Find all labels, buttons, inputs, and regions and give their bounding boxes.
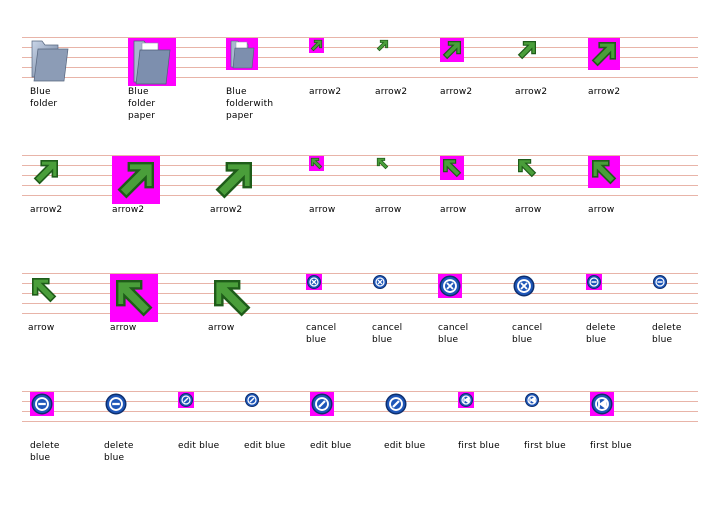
delete-icon xyxy=(30,392,54,416)
icon-label: arrow2 xyxy=(112,205,145,215)
arrow-up-right-icon xyxy=(112,156,160,204)
arrow-up-left-icon xyxy=(375,156,390,171)
guide-line xyxy=(22,77,698,78)
guide-line xyxy=(22,67,698,68)
delete-icon xyxy=(652,274,668,290)
icon-label: delete blue xyxy=(586,323,616,345)
icon-label: cancel blue xyxy=(512,323,543,345)
icon-label: first blue xyxy=(458,441,500,451)
icon-label: delete blue xyxy=(652,323,682,345)
icon-label: first blue xyxy=(590,441,632,451)
icon-label: arrow xyxy=(515,205,542,215)
guide-line xyxy=(22,195,698,196)
arrow-up-right-icon xyxy=(30,156,62,188)
delete-icon xyxy=(586,274,602,290)
guide-line xyxy=(22,283,698,284)
guide-line xyxy=(22,303,698,304)
icon-label: cancel blue xyxy=(438,323,469,345)
guide-line xyxy=(22,155,698,156)
guide-line xyxy=(22,57,698,58)
icon-label: arrow2 xyxy=(210,205,243,215)
guide-line xyxy=(22,401,698,402)
first-icon xyxy=(458,392,474,408)
arrow-up-right-icon xyxy=(588,38,620,70)
arrow-up-right-icon xyxy=(210,156,258,204)
icon-label: arrow xyxy=(440,205,467,215)
icon-label: edit blue xyxy=(310,441,352,451)
icon-label: arrow xyxy=(588,205,615,215)
icon-label: arrow xyxy=(375,205,402,215)
arrow-up-left-icon xyxy=(208,274,256,322)
arrow-up-right-icon xyxy=(309,38,324,53)
edit-icon xyxy=(384,392,408,416)
guide-line xyxy=(22,421,698,422)
icon-label: Blue folder paper xyxy=(128,87,156,121)
cancel-icon xyxy=(306,274,322,290)
icon-label: first blue xyxy=(524,441,566,451)
arrow-up-left-icon xyxy=(309,156,324,171)
icon-label: arrow2 xyxy=(375,87,408,97)
guide-line xyxy=(22,47,698,48)
icon-label: edit blue xyxy=(178,441,220,451)
icon-label: arrow xyxy=(28,323,55,333)
guide-line xyxy=(22,273,698,274)
folder-paper-icon xyxy=(128,38,176,86)
icon-label: cancel blue xyxy=(306,323,337,345)
guide-line xyxy=(22,185,698,186)
guide-line xyxy=(22,313,698,314)
cancel-icon xyxy=(372,274,388,290)
icon-label: arrow2 xyxy=(588,87,621,97)
icon-label: edit blue xyxy=(384,441,426,451)
arrow-up-right-icon xyxy=(515,38,539,62)
cancel-icon xyxy=(512,274,536,298)
folder-icon xyxy=(30,37,70,83)
arrow-up-left-icon xyxy=(515,156,539,180)
icon-label: arrow2 xyxy=(440,87,473,97)
arrow-up-right-icon xyxy=(375,38,390,53)
cancel-icon xyxy=(438,274,462,298)
icon-label: delete blue xyxy=(104,441,134,463)
icon-label: arrow2 xyxy=(30,205,63,215)
icon-label: Blue folderwith paper xyxy=(226,87,274,121)
arrow-up-left-icon xyxy=(588,156,620,188)
arrow-up-left-icon xyxy=(440,156,464,180)
first-icon xyxy=(590,392,614,416)
edit-icon xyxy=(310,392,334,416)
icon-label: edit blue xyxy=(244,441,286,451)
icon-label: arrow2 xyxy=(515,87,548,97)
arrow-up-left-icon xyxy=(110,274,158,322)
folder-with-paper-icon xyxy=(226,38,258,70)
icon-label: arrow2 xyxy=(309,87,342,97)
icon-label: cancel blue xyxy=(372,323,403,345)
guide-line xyxy=(22,37,698,38)
guide-line xyxy=(22,175,698,176)
delete-icon xyxy=(104,392,128,416)
guide-line xyxy=(22,293,698,294)
guide-line xyxy=(22,391,698,392)
arrow-up-left-icon xyxy=(28,274,60,306)
icon-label: arrow xyxy=(208,323,235,333)
icon-label: arrow xyxy=(309,205,336,215)
guide-line xyxy=(22,165,698,166)
icon-label: arrow xyxy=(110,323,137,333)
icon-label: Blue folder xyxy=(30,87,58,109)
first-icon xyxy=(524,392,540,408)
edit-icon xyxy=(244,392,260,408)
guide-line xyxy=(22,411,698,412)
arrow-up-right-icon xyxy=(440,38,464,62)
icon-label: delete blue xyxy=(30,441,60,463)
edit-icon xyxy=(178,392,194,408)
